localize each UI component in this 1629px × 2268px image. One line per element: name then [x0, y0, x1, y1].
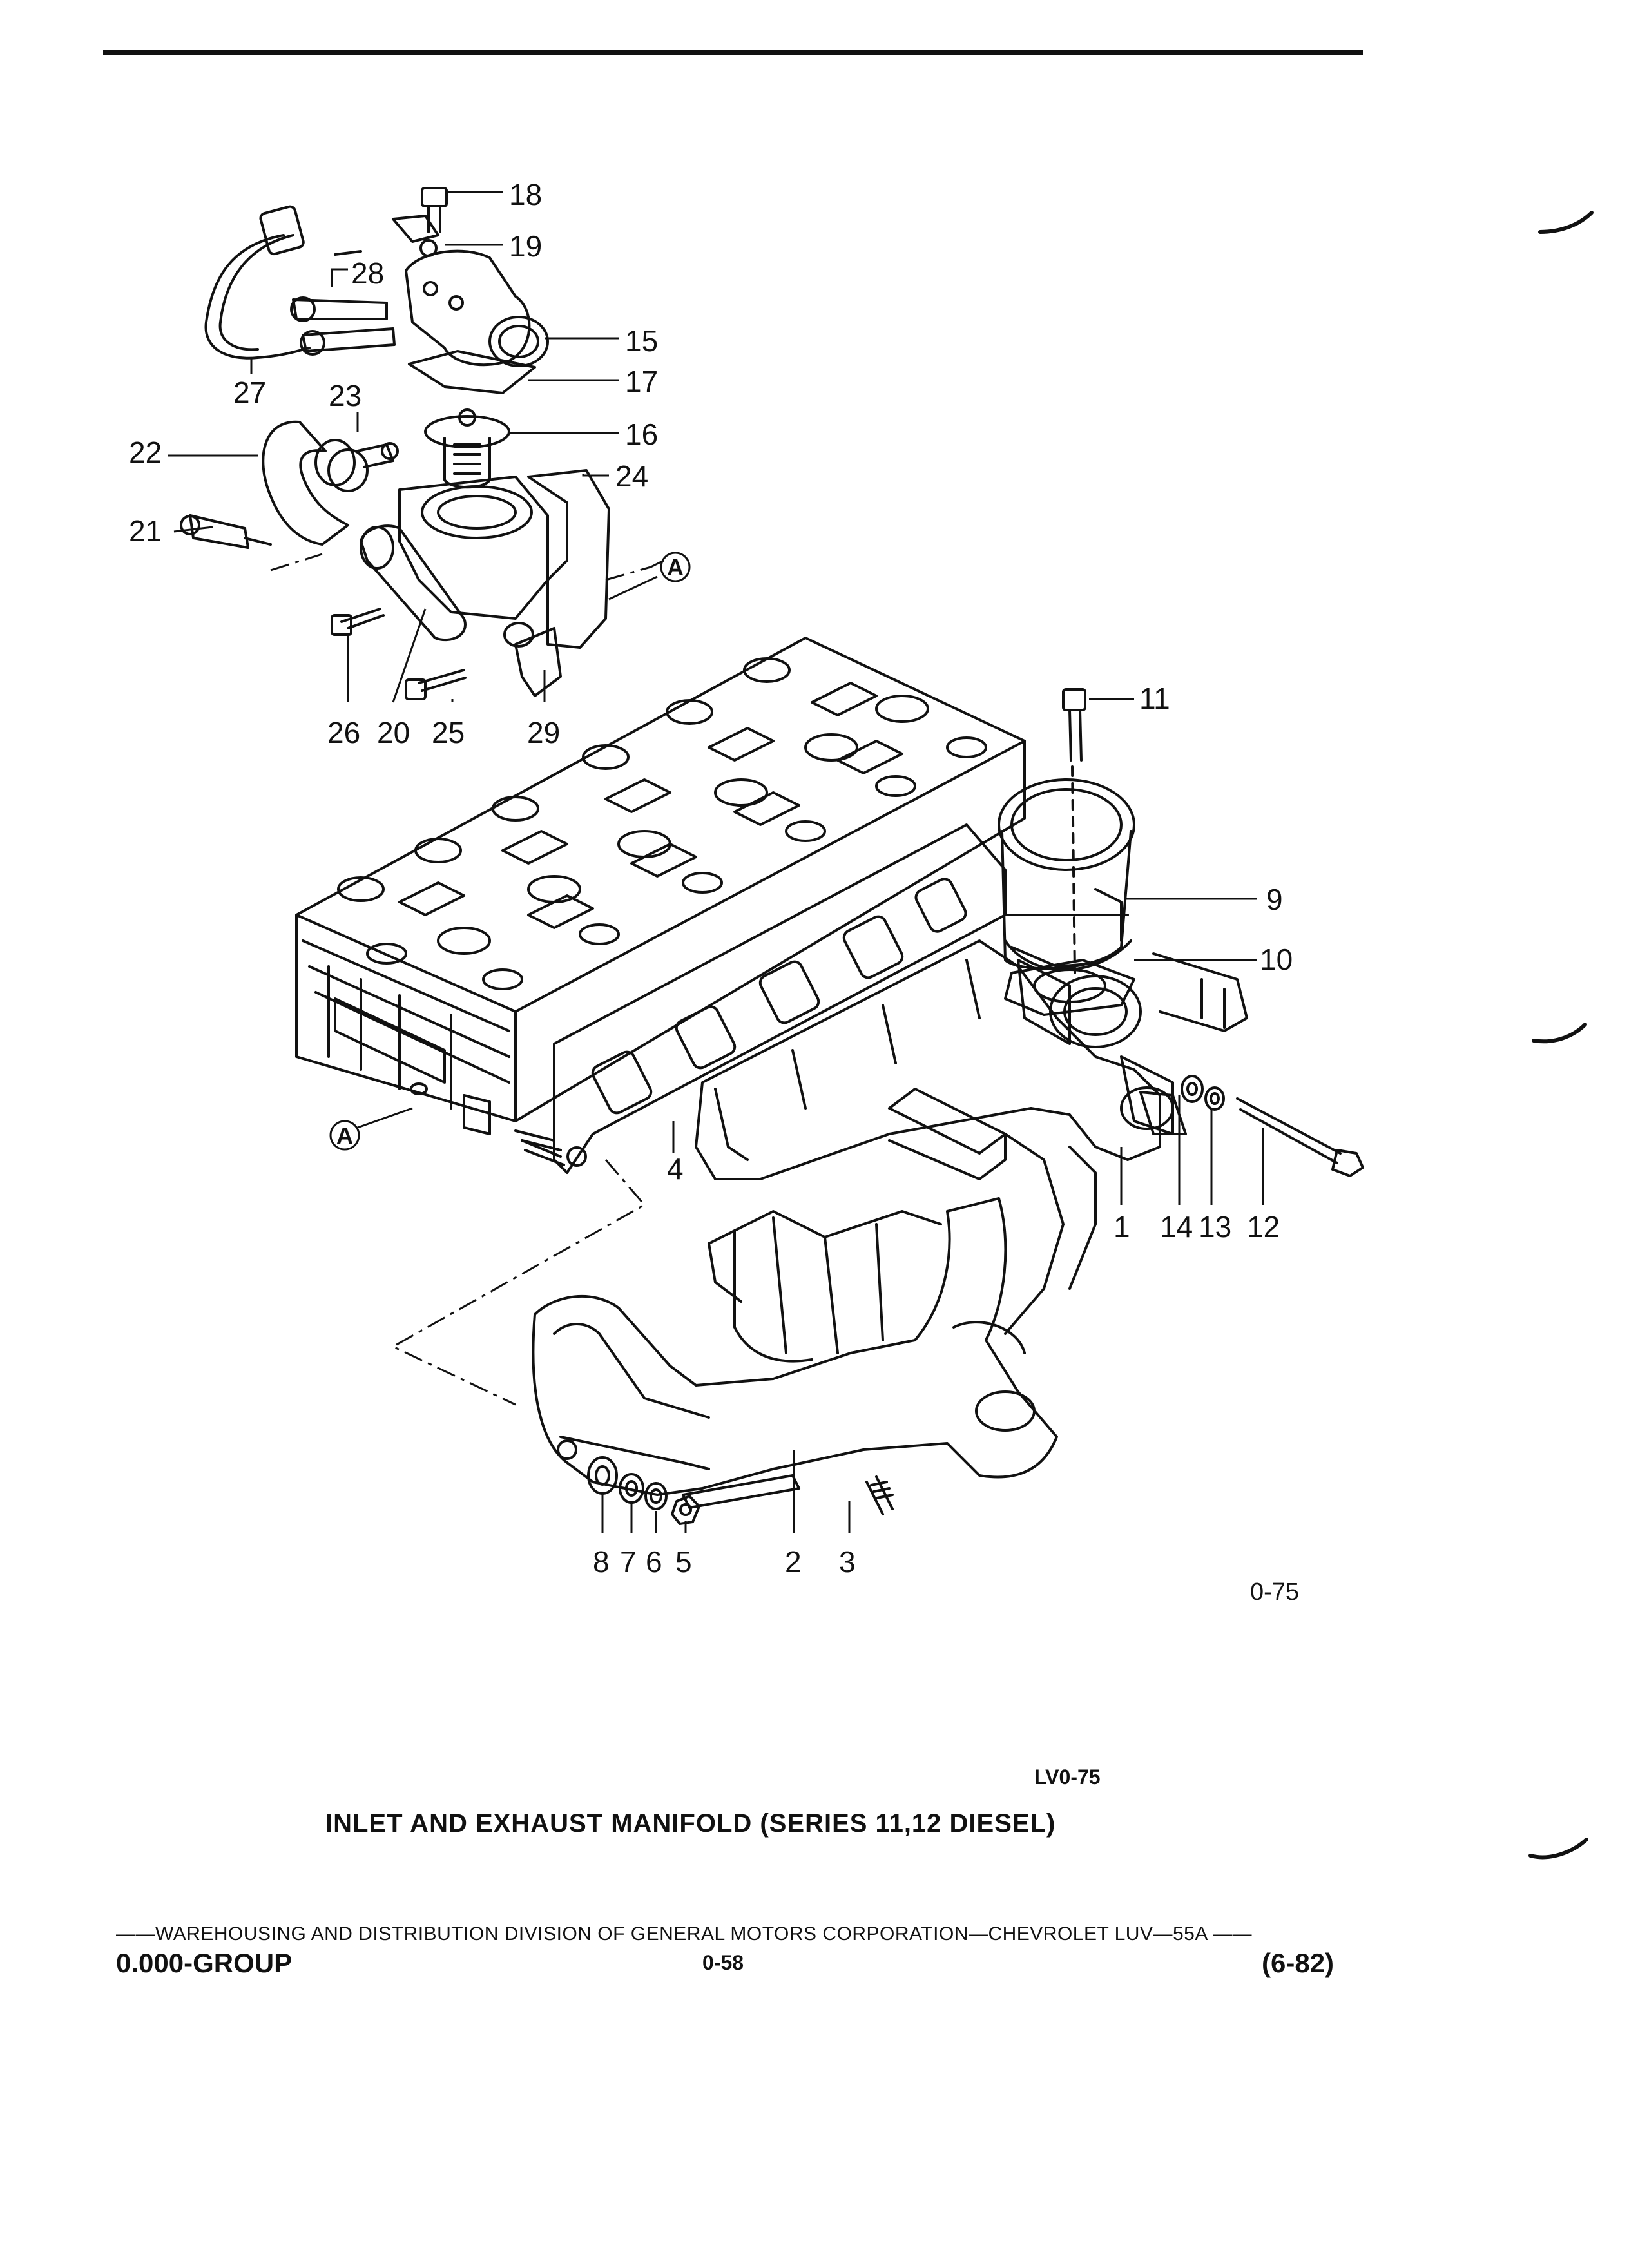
- water-outlet-15: [405, 249, 549, 367]
- callout-26: 26: [327, 716, 360, 749]
- gasket-10: [1004, 959, 1135, 1016]
- bolt-11: [1062, 688, 1086, 974]
- reference-letter-a-lower: A: [336, 1122, 353, 1149]
- callout-23: 23: [329, 379, 361, 412]
- inlet-elbow-9: [998, 778, 1135, 971]
- nut-washer-stack-5-8: [587, 1456, 700, 1525]
- gasket-17: [408, 350, 536, 394]
- callout-17: 17: [625, 365, 658, 398]
- footer-group: 0.000-GROUP: [116, 1948, 293, 1978]
- callout-20: 20: [377, 716, 410, 749]
- callout-22: 22: [129, 436, 162, 469]
- footer-page-number: 0-58: [702, 1951, 744, 1974]
- callout-9: 9: [1266, 883, 1283, 916]
- temperature-sensors-28: [290, 296, 396, 356]
- diagram-caption: INLET AND EXHAUST MANIFOLD (SERIES 11,12…: [325, 1809, 1056, 1838]
- reference-letter-a-upper: A: [667, 554, 684, 581]
- callout-11: 11: [1139, 682, 1170, 715]
- top-rule: [103, 50, 1363, 55]
- callout-7: 7: [620, 1545, 637, 1579]
- figure-code: 0-75: [1250, 1579, 1300, 1606]
- callout-21: 21: [129, 514, 162, 548]
- head-stud: [521, 1139, 565, 1166]
- callout-2: 2: [785, 1545, 802, 1579]
- inlet-manifold-1: [695, 939, 1248, 1180]
- footer-publisher-line: ——WAREHOUSING AND DISTRIBUTION DIVISION …: [116, 1923, 1253, 1945]
- bolt-12-washers-13-14: [1181, 1075, 1364, 1177]
- callout-4: 4: [667, 1152, 684, 1186]
- hose-22-clamp-23: [262, 420, 399, 546]
- callout-19: 19: [509, 229, 542, 263]
- callout-10: 10: [1260, 943, 1293, 976]
- reference-marker-a-upper: A: [660, 552, 691, 582]
- callout-6: 6: [646, 1545, 662, 1579]
- reference-marker-a-lower: A: [329, 1120, 360, 1151]
- callout-15: 15: [625, 324, 658, 358]
- stud-3: [865, 1475, 894, 1515]
- figure-reference-code: LV0-75: [1034, 1765, 1101, 1789]
- gasket-24: [527, 469, 610, 649]
- thermostat-housing-20: [360, 476, 549, 642]
- binding-marks: [1528, 211, 1594, 1860]
- thermostat-16: [424, 408, 510, 489]
- bolt-18-clip-19: [392, 187, 448, 257]
- callout-29: 29: [527, 716, 560, 749]
- callout-14: 14: [1160, 1210, 1193, 1244]
- callout-16: 16: [625, 418, 658, 451]
- callout-5: 5: [675, 1545, 692, 1579]
- callout-25: 25: [432, 716, 465, 749]
- callout-labels: 18 19 28 15 17 27 23 16 22 24 21 26 20 2…: [129, 178, 1293, 1579]
- callout-12: 12: [1247, 1210, 1280, 1244]
- cylinder-head: [295, 637, 1026, 1151]
- footer-revision-date: (6-82): [1262, 1948, 1335, 1978]
- exhaust-manifold-2: [532, 1133, 1097, 1509]
- callout-3: 3: [839, 1545, 856, 1579]
- callout-28: 28: [351, 256, 384, 290]
- callout-8: 8: [593, 1545, 610, 1579]
- callout-13: 13: [1199, 1210, 1231, 1244]
- bolts-25-26-and-fitting-29: [331, 608, 562, 700]
- callout-24: 24: [615, 459, 648, 493]
- sensor-harness-27: [204, 205, 362, 360]
- coolant-temp-switch-21: [180, 514, 272, 549]
- callout-27: 27: [233, 376, 266, 409]
- inlet-gasket-4: [553, 823, 1007, 1174]
- callout-1: 1: [1113, 1210, 1130, 1244]
- callout-18: 18: [509, 178, 542, 211]
